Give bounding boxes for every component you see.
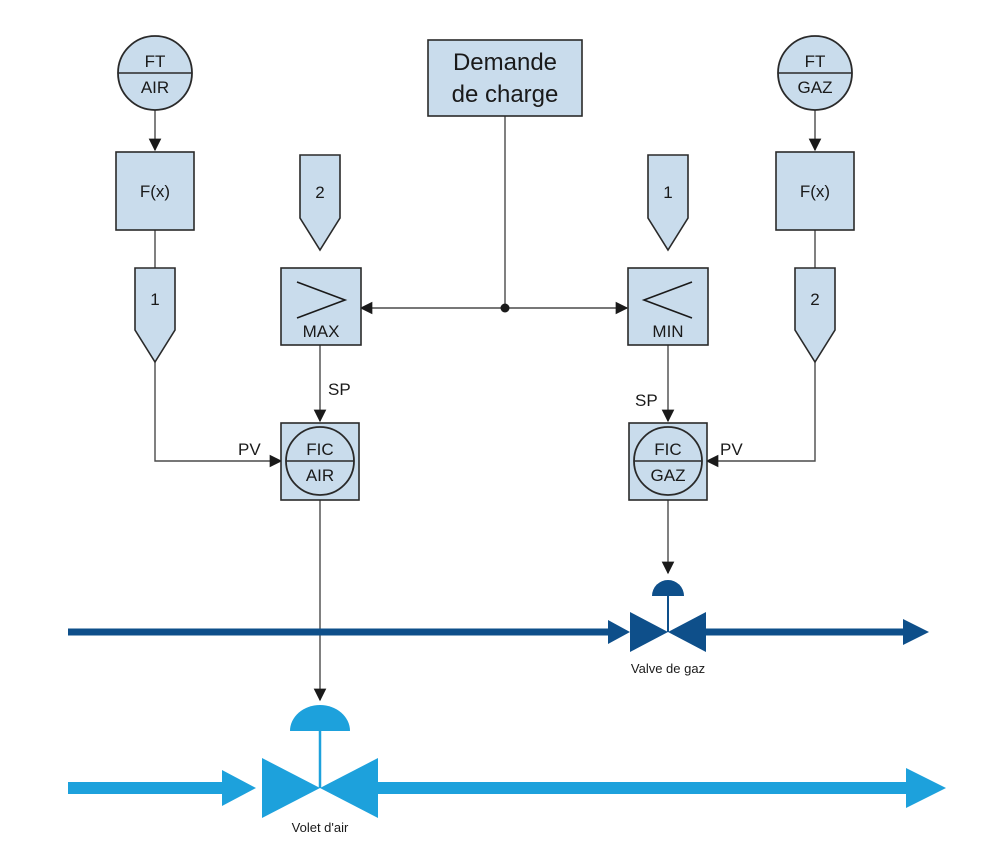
fx-gaz-block: F(x) bbox=[775, 151, 855, 231]
greater-than-symbol bbox=[296, 281, 348, 319]
fic-gaz-bottom-label: GAZ bbox=[651, 466, 686, 485]
pv-gaz-label: PV bbox=[720, 440, 743, 459]
demand-block: Demande de charge bbox=[427, 39, 583, 117]
ft-air-bottom-label: AIR bbox=[141, 78, 169, 97]
min-selector-block: MIN bbox=[627, 267, 709, 346]
ft-gaz-top-label: FT bbox=[805, 52, 826, 71]
fx-gaz-label: F(x) bbox=[800, 182, 830, 201]
input-gaz-pv-label: 2 bbox=[810, 290, 819, 309]
gas-pipe bbox=[68, 619, 929, 645]
air-inlet-arrow bbox=[222, 770, 256, 806]
demand-line1: Demande bbox=[453, 49, 557, 76]
ft-gaz-bottom-label: GAZ bbox=[798, 78, 833, 97]
sp-air-label: SP bbox=[328, 380, 351, 399]
less-than-symbol bbox=[641, 281, 693, 319]
input-max-pentagon: 2 bbox=[299, 154, 341, 252]
ft-air-instrument: FT AIR bbox=[117, 35, 193, 111]
fic-air-bottom-label: AIR bbox=[306, 466, 334, 485]
input-air-pv-label: 1 bbox=[150, 290, 159, 309]
air-damper-actuator bbox=[290, 705, 350, 731]
fic-gaz-controller: FIC GAZ bbox=[628, 422, 708, 501]
gas-inlet-arrow bbox=[608, 620, 630, 644]
pv-gaz-line bbox=[705, 362, 816, 468]
max-label: MAX bbox=[303, 322, 340, 341]
fic-gaz-top-label: FIC bbox=[654, 440, 681, 459]
ft-air-top-label: FT bbox=[145, 52, 166, 71]
input-gaz-pv-pentagon: 2 bbox=[794, 267, 836, 364]
pv-air-label: PV bbox=[238, 440, 261, 459]
gas-valve bbox=[630, 580, 706, 652]
sp-gaz-label: SP bbox=[635, 391, 658, 410]
fx-air-label: F(x) bbox=[140, 182, 170, 201]
fic-air-controller: FIC AIR bbox=[280, 422, 360, 501]
junction-dot bbox=[500, 303, 510, 313]
pv-air-line bbox=[154, 362, 283, 468]
air-outlet-arrow bbox=[906, 768, 946, 808]
gas-valve-label: Valve de gaz bbox=[631, 661, 705, 676]
input-min-pentagon: 1 bbox=[647, 154, 689, 252]
ft-gaz-instrument: FT GAZ bbox=[777, 35, 853, 111]
min-label: MIN bbox=[652, 322, 683, 341]
fx-air-block: F(x) bbox=[115, 151, 195, 231]
input-min-label: 1 bbox=[663, 183, 672, 202]
input-air-pv-pentagon: 1 bbox=[134, 267, 176, 364]
air-damper-label: Volet d'air bbox=[292, 820, 349, 835]
fic-air-top-label: FIC bbox=[306, 440, 333, 459]
air-pipe bbox=[68, 768, 946, 808]
gas-outlet-arrow bbox=[903, 619, 929, 645]
demand-line2: de charge bbox=[452, 81, 559, 108]
gas-valve-actuator bbox=[652, 580, 684, 596]
air-damper bbox=[262, 705, 378, 818]
input-max-label: 2 bbox=[315, 183, 324, 202]
max-selector-block: MAX bbox=[280, 267, 362, 346]
